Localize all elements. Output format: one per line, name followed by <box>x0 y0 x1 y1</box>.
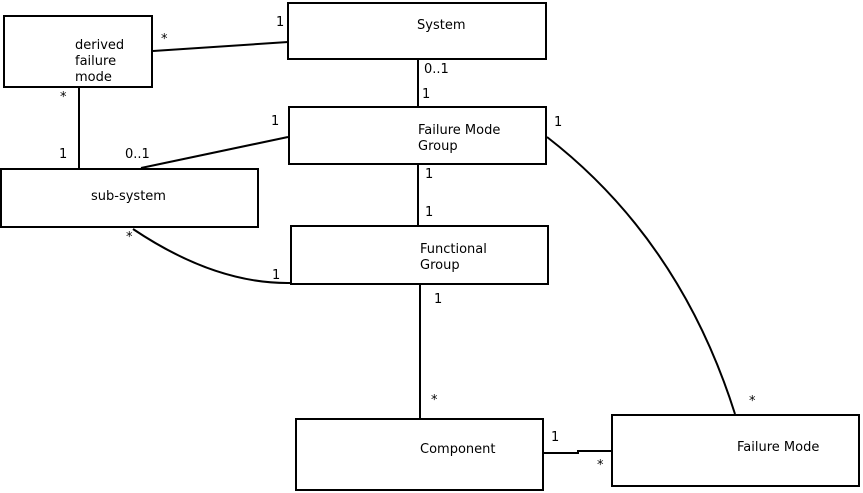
edge-failure-mode-group-failure-mode <box>546 136 736 415</box>
node-label-line: System <box>417 18 466 33</box>
node-label: Functional Group <box>420 242 487 274</box>
multiplicity-failure-mode-group-failure-mode-b: * <box>749 394 756 409</box>
node-label-line: mode <box>75 70 112 85</box>
node-label: Failure Mode <box>737 440 819 456</box>
multiplicity-derived-failure-mode-system-a: * <box>161 32 168 47</box>
node-label-line: sub-system <box>91 189 166 204</box>
edge-sub-system-failure-mode-group <box>140 136 289 169</box>
multiplicity-component-failure-mode-b: * <box>597 458 604 473</box>
multiplicity-failure-mode-group-failure-mode-a: 1 <box>554 115 563 130</box>
node-label: Component <box>420 442 495 458</box>
node-label-line: Failure Mode <box>418 123 501 138</box>
edge-sub-system-functional-group <box>132 228 291 285</box>
multiplicity-component-failure-mode-a: 1 <box>551 430 560 445</box>
node-label: System <box>417 18 465 34</box>
node-sub-system: sub-system <box>0 168 259 228</box>
node-label-line: derived <box>75 38 125 53</box>
node-component: Component <box>295 418 544 491</box>
node-label-line: Group <box>420 258 460 273</box>
multiplicity-sub-system-failure-mode-group-b: 1 <box>271 114 280 129</box>
node-label-line: failure <box>75 54 117 69</box>
multiplicity-system-failure-mode-group-b: 1 <box>422 87 431 102</box>
multiplicity-functional-group-component-b: * <box>431 393 438 408</box>
multiplicity-sub-system-functional-group-a: * <box>126 230 133 245</box>
node-functional-group: Functional Group <box>290 225 549 285</box>
multiplicity-derived-failure-mode-sub-system-b: 1 <box>59 147 68 162</box>
multiplicity-system-failure-mode-group-a: 0..1 <box>424 62 449 77</box>
node-label-line: Component <box>420 442 496 457</box>
node-system: System <box>287 2 547 60</box>
node-failure-mode: Failure Mode <box>611 414 860 487</box>
node-label-line: Failure Mode <box>737 440 820 455</box>
multiplicity-derived-failure-mode-sub-system-a: * <box>60 90 67 105</box>
node-label: Failure Mode Group <box>418 123 500 155</box>
multiplicity-functional-group-component-a: 1 <box>434 292 443 307</box>
node-label-line: Functional <box>420 242 487 257</box>
node-derived-failure-mode: derived failure mode <box>3 15 153 88</box>
node-failure-mode-group: Failure Mode Group <box>288 106 547 165</box>
multiplicity-failure-mode-group-functional-group-b: 1 <box>425 205 434 220</box>
node-label: derived failure mode <box>75 38 124 86</box>
edge-component-failure-mode <box>544 450 611 454</box>
node-label-line: Group <box>418 139 458 154</box>
multiplicity-derived-failure-mode-system-b: 1 <box>276 15 285 30</box>
multiplicity-failure-mode-group-functional-group-a: 1 <box>425 167 434 182</box>
node-label: sub-system <box>91 189 166 205</box>
multiplicity-sub-system-functional-group-b: 1 <box>272 268 281 283</box>
edge-derived-failure-mode-system <box>152 41 289 52</box>
multiplicity-sub-system-failure-mode-group-a: 0..1 <box>125 147 150 162</box>
